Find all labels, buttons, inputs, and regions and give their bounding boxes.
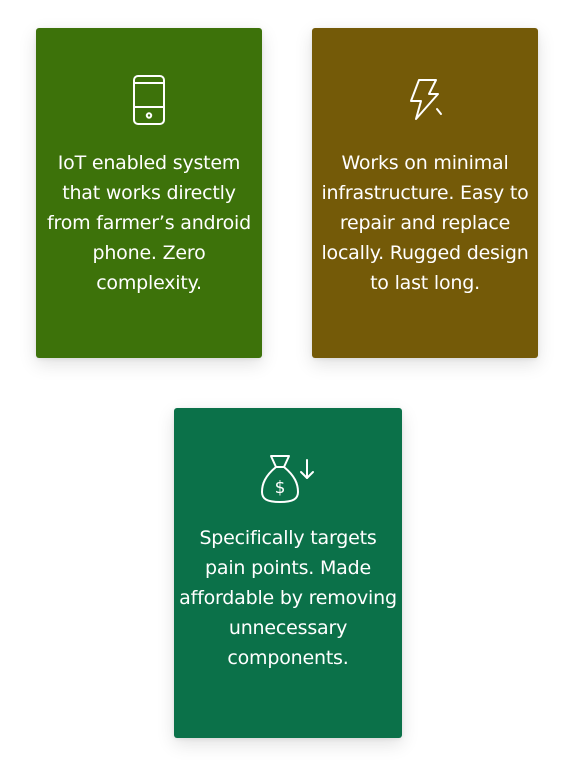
card-description: IoT enabled system that works directly f… [47, 152, 251, 294]
card-description: Specifically targets pain points. Made a… [179, 527, 397, 669]
money-bag-down-icon: $ [258, 450, 318, 506]
lightning-icon [403, 72, 447, 128]
svg-text:$: $ [275, 478, 286, 498]
card-description: Works on minimal infrastructure. Easy to… [321, 152, 529, 294]
smartphone-icon [127, 72, 171, 128]
feature-card-infrastructure: Works on minimal infrastructure. Easy to… [312, 28, 538, 358]
feature-card-affordability: $ Specifically targets pain points. Made… [174, 408, 402, 738]
feature-card-connectivity: IoT enabled system that works directly f… [36, 28, 262, 358]
